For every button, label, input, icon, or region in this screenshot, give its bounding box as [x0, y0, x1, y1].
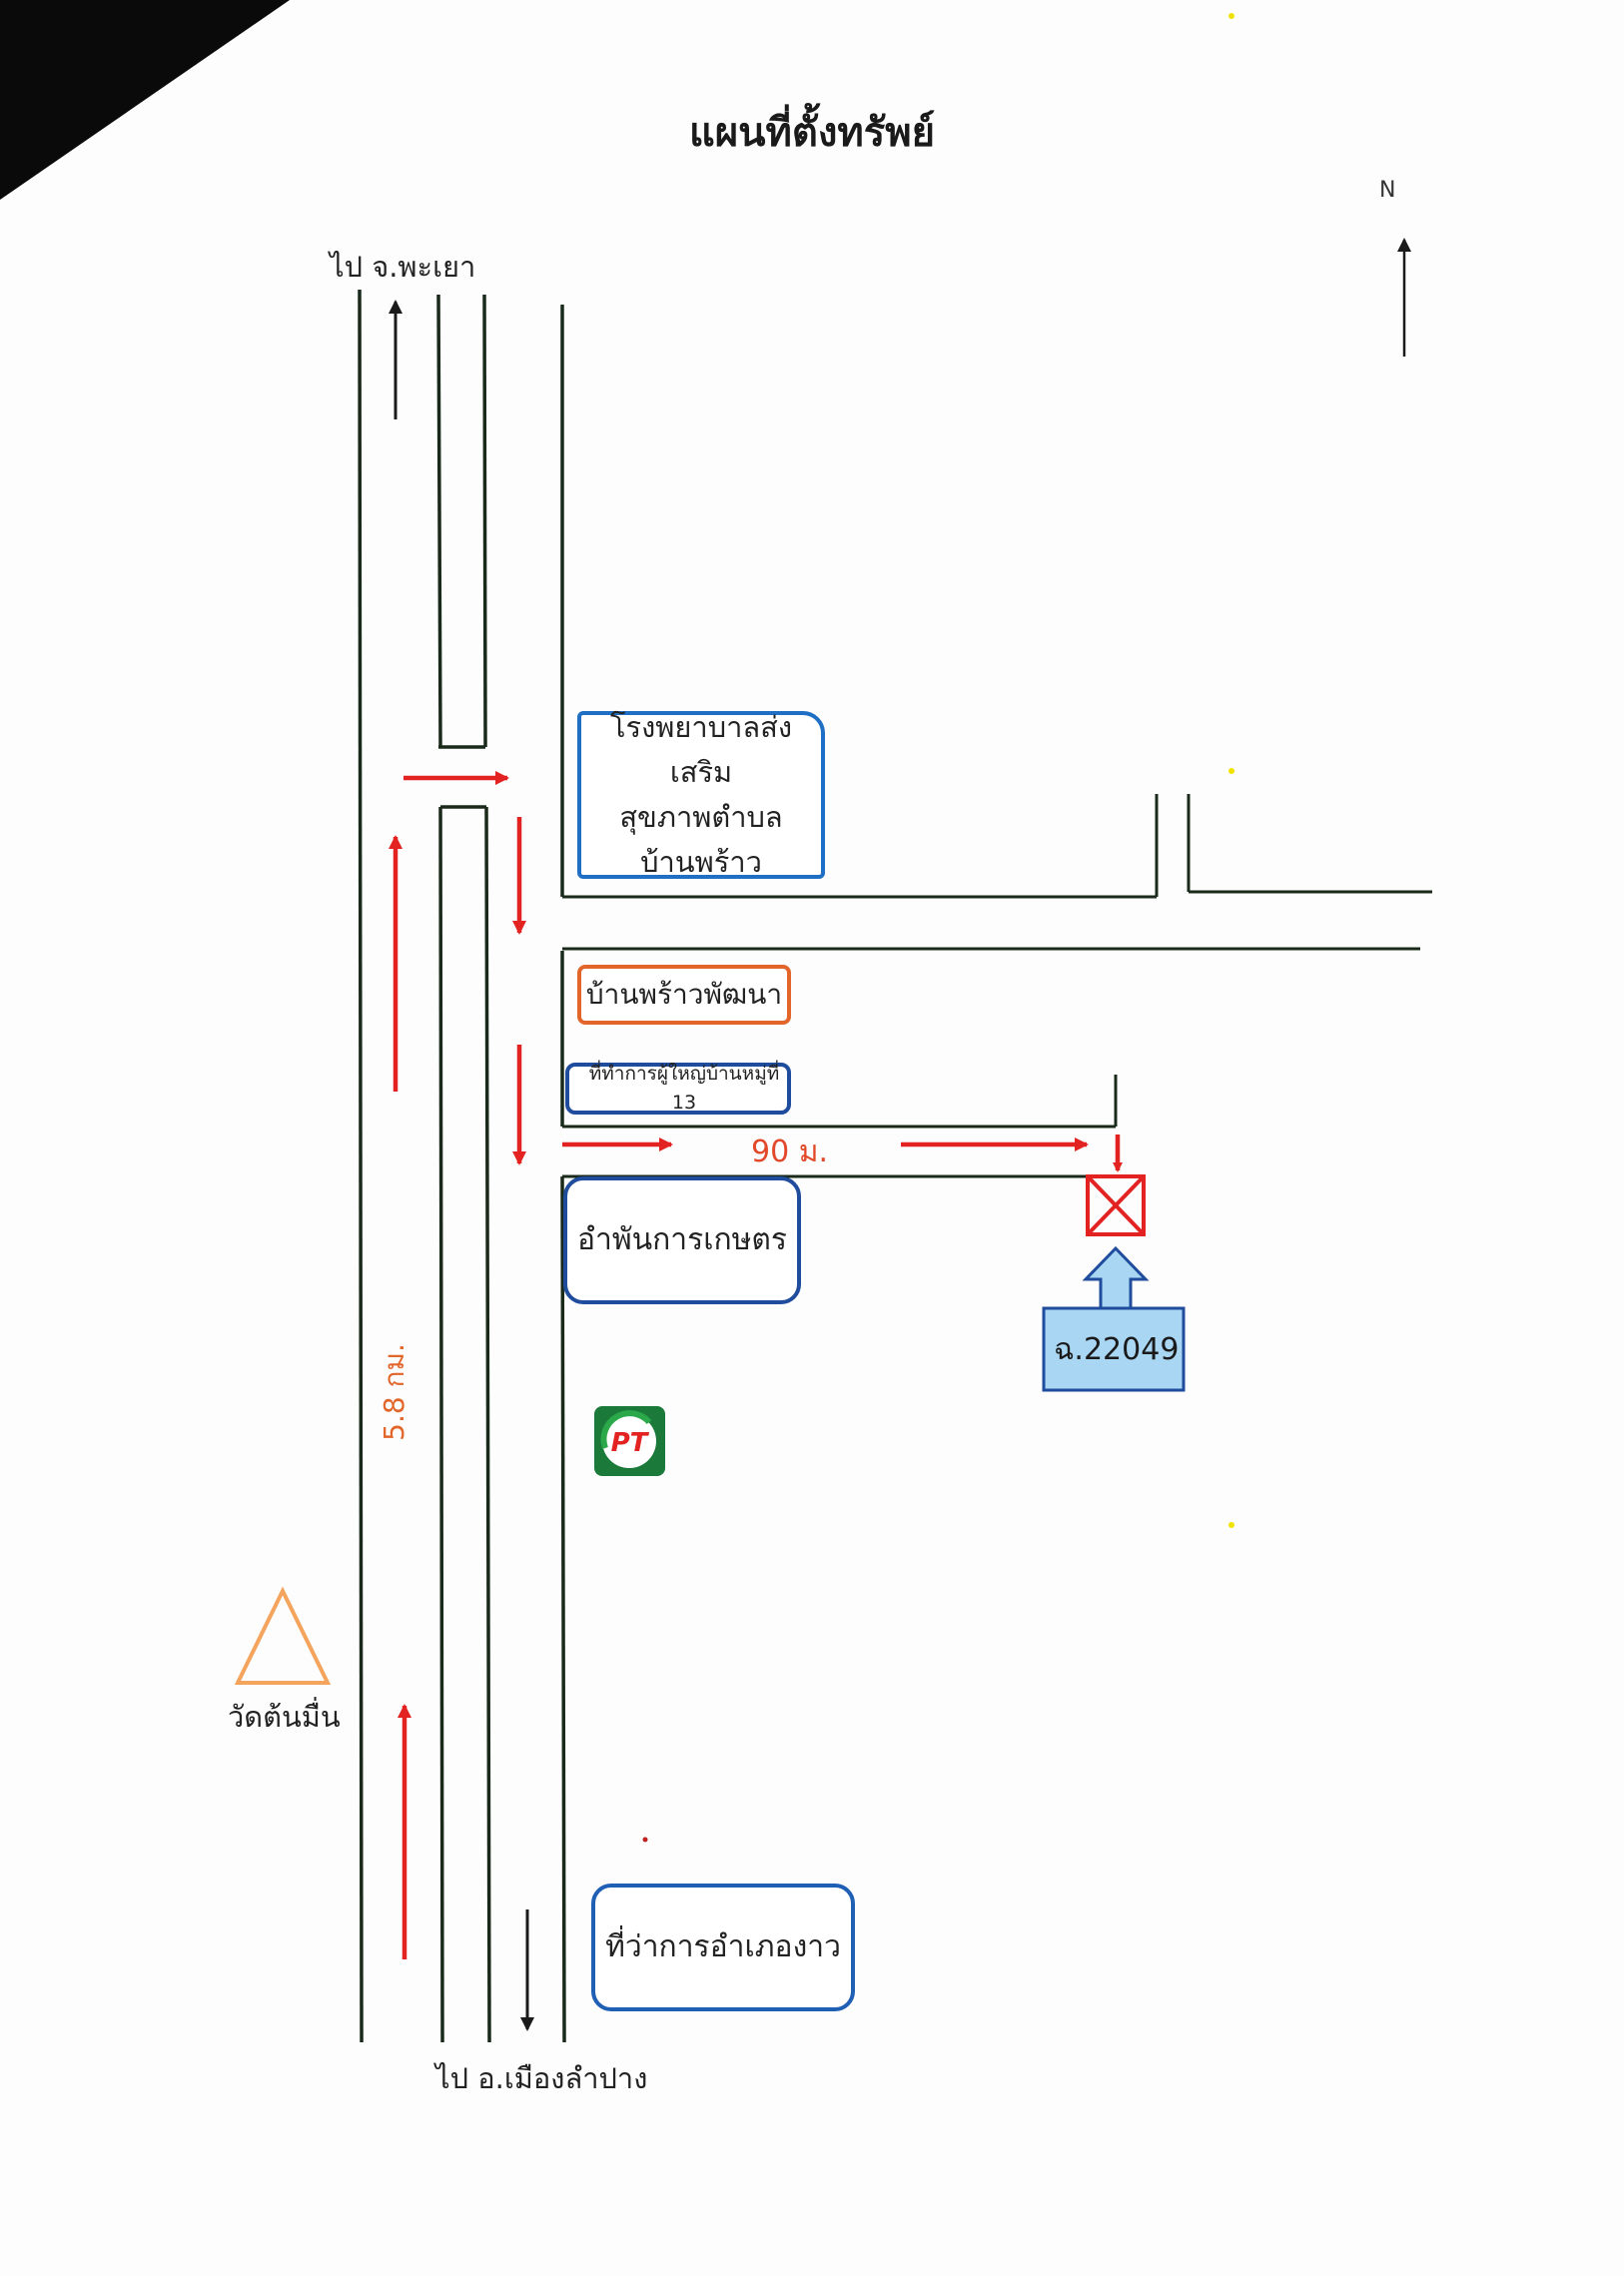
deed-number-label: ฉ.22049: [1054, 1332, 1180, 1367]
pt-gas-station-icon: PT: [594, 1406, 665, 1476]
map-title: แผนที่ตั้งทรัพย์: [688, 110, 936, 156]
scan-speck: [1228, 13, 1234, 19]
distance-km-label: 5.8 กม.: [377, 1343, 410, 1441]
scan-corner-shadow: [0, 0, 290, 200]
to-lampang-label: ไป อ.เมืองลำปาง: [435, 2061, 648, 2095]
median-right-edge: [482, 294, 487, 748]
headman-office-label: ที่ทำการผู้ใหญ่บ้านหมู่ที่ 13: [588, 1062, 780, 1114]
deed-callout-pointer: [1082, 1245, 1150, 1312]
deed-callout-box: [1042, 1306, 1186, 1392]
highway: [358, 289, 566, 2043]
village-landmark: บ้านพร้าวพัฒนา: [577, 965, 791, 1025]
headman-office-landmark: ที่ทำการผู้ใหญ่บ้านหมู่ที่ 13: [565, 1063, 791, 1115]
shop-landmark: อำพันการเกษตร: [563, 1176, 801, 1304]
highway-west-edge: [358, 289, 364, 2043]
hospital-line-1: โรงพยาบาลส่งเสริม: [609, 710, 793, 790]
north-label: N: [1379, 178, 1396, 203]
svg-text:PT: PT: [611, 1428, 650, 1458]
highway-east-edge-lower: [560, 1175, 566, 2043]
scan-speck: [1228, 1522, 1234, 1528]
to-phayao-label: ไป จ.พะเยา: [330, 250, 476, 284]
route-arrows: [389, 771, 1123, 1959]
hospital-line-2: สุขภาพตำบล: [619, 800, 783, 834]
village-label: บ้านพร้าวพัฒนา: [585, 978, 783, 1012]
scan-speck: [1228, 768, 1234, 774]
property-marker-icon: [1086, 1174, 1146, 1236]
hospital-line-3: บ้านพร้าว: [640, 844, 762, 879]
temple-label: วัดต้นมื่น: [228, 1700, 341, 1734]
district-office-label: ที่ว่าการอำเภองาว: [605, 1928, 841, 1964]
district-office-landmark: ที่ว่าการอำเภองาว: [591, 1884, 855, 2011]
median-lower-right-edge: [484, 806, 491, 2043]
scan-speck: [642, 1837, 648, 1843]
median-lower-left-edge: [438, 806, 444, 2043]
temple-triangle-icon: [234, 1586, 332, 1685]
median-left-edge: [436, 294, 442, 748]
hospital-landmark: โรงพยาบาลส่งเสริม สุขภาพตำบล บ้านพร้าว: [577, 710, 825, 879]
shop-label: อำพันการเกษตร: [576, 1221, 788, 1257]
distance-m-label: 90 ม.: [751, 1135, 829, 1169]
